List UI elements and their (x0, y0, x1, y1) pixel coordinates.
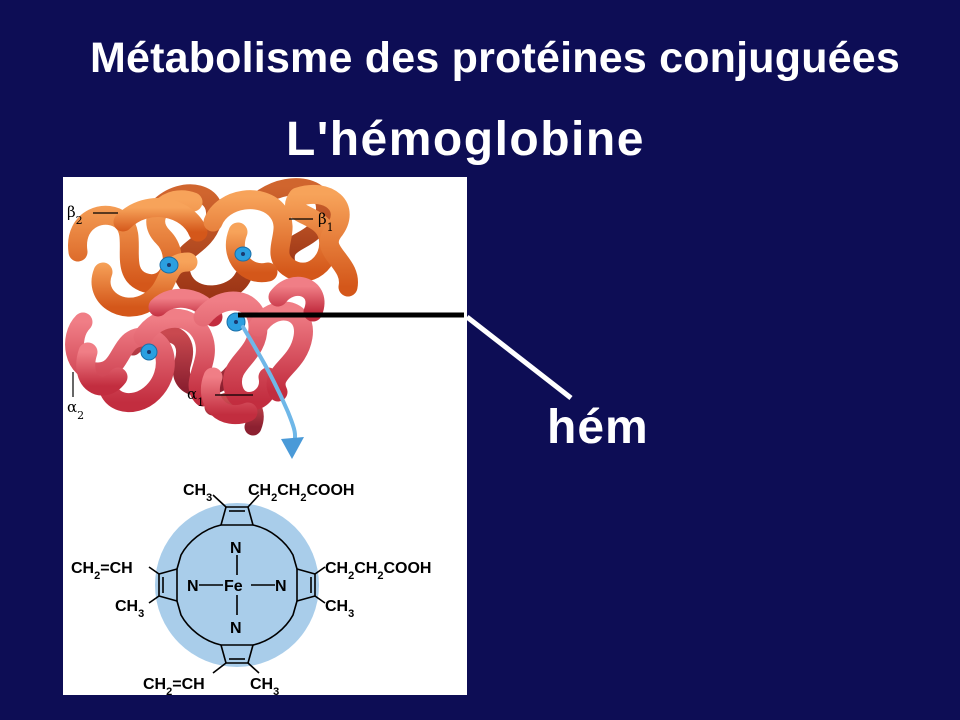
heme-iron-dots (147, 252, 245, 354)
methyl-left: CH3 (115, 598, 144, 620)
hemoglobin-illustration: β2 β1 α2 α1 (65, 178, 431, 695)
alpha2-label: α2 (67, 398, 84, 422)
nitrogen-top: N (230, 540, 242, 557)
hemoglobin-figure: β2 β1 α2 α1 (63, 177, 467, 695)
propionate-top: CH2CH2COOH (248, 482, 354, 504)
methyl-top: CH3 (183, 482, 212, 504)
subunit-leader-lines (72, 212, 313, 397)
beta1-subunit (203, 184, 358, 297)
methyl-right: CH3 (325, 598, 354, 620)
nitrogen-right: N (275, 578, 287, 595)
heme-label: hém (547, 401, 649, 454)
slide-subtitle: L'hémoglobine (286, 113, 645, 166)
slide-title: Métabolisme des protéines conjuguées (89, 34, 901, 82)
vinyl-left: CH2=CH (71, 560, 133, 582)
beta2-label: β2 (67, 203, 83, 227)
alpha1-subunit (193, 276, 325, 425)
heme-detail-arrow (241, 325, 304, 459)
nitrogen-bottom: N (230, 620, 242, 637)
vinyl-bottom: CH2=CH (143, 676, 205, 695)
propionate-right: CH2CH2COOH (325, 560, 431, 582)
porphyrin-disc (155, 503, 319, 667)
porphyrin-structure: N N N N Fe (148, 494, 326, 674)
nitrogen-left: N (187, 578, 199, 595)
methyl-bottom: CH3 (250, 676, 279, 695)
iron-center: Fe (224, 578, 243, 595)
